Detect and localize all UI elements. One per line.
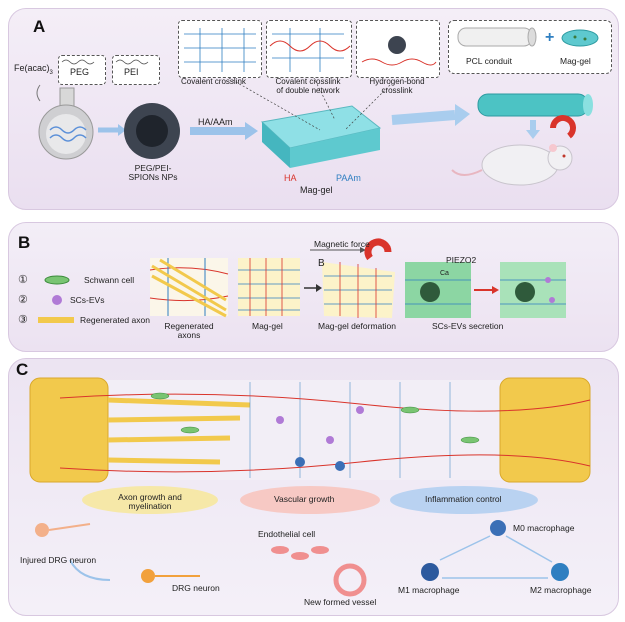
ha-aam-label: HA/AAm <box>198 117 233 127</box>
panel-c-label: C <box>16 360 29 379</box>
double-network-box <box>266 20 352 78</box>
rat-icon <box>451 144 573 186</box>
new-vessel-label: New formed vessel <box>304 597 377 607</box>
magnet-icon <box>550 115 576 139</box>
secretion-label: SCs-EVs secretion <box>432 321 504 331</box>
covalent-crosslink-label: Covalent crosslink <box>181 77 246 86</box>
axon-icon <box>38 317 74 323</box>
magnetic-force-label: Magnetic force <box>314 239 370 249</box>
mag-gel-grid-graphic <box>238 258 300 316</box>
panel-b-label: B <box>18 233 31 252</box>
regenerated-axons-graphic <box>149 258 229 318</box>
schwann-cell-icon <box>44 275 70 285</box>
deformation-label: Mag-gel deformation <box>318 321 396 331</box>
legend-text-3: Regenerated axon <box>80 315 150 325</box>
schwann-secretion-graphic <box>405 262 471 318</box>
ev-icon <box>52 295 62 305</box>
m1-label: M1 macrophage <box>398 585 460 595</box>
injured-neuron-icon <box>35 523 91 537</box>
ha-label: HA <box>284 173 297 183</box>
b-maggel-label: Mag-gel <box>252 321 283 331</box>
injured-drg-label: Injured DRG neuron <box>20 555 97 565</box>
piezo-label: PIEZO2 <box>446 255 477 265</box>
vascular-growth-label: Vascular growth <box>274 494 335 504</box>
m0-macrophage-icon <box>490 520 506 536</box>
b-vector-label: B <box>318 258 325 269</box>
axon-growth-oval <box>82 486 218 514</box>
plus-sign: + <box>545 29 555 46</box>
pei-label: PEI <box>124 67 139 77</box>
mag-gel-label: Mag-gel <box>300 185 333 195</box>
reaction-flask-icon <box>36 84 94 160</box>
left-nerve-stump <box>29 377 251 483</box>
right-nerve-stump <box>499 377 591 483</box>
legend-num-2: ② <box>18 294 28 306</box>
filled-conduit-icon <box>477 93 593 117</box>
vessel-icon <box>333 563 367 597</box>
fe-acac-label: Fe(acac)3 <box>14 63 53 76</box>
legend-text-1: Schwann cell <box>84 275 135 285</box>
mag-gel-box-label: Mag-gel <box>560 56 591 66</box>
pcl-conduit-label: PCL conduit <box>466 56 512 66</box>
drg-neuron-icon <box>141 569 200 583</box>
panel-a-label: A <box>33 17 46 36</box>
inflammation-label: Inflammation control <box>425 494 502 504</box>
inflammation-oval <box>390 486 538 514</box>
conduit-interior <box>40 380 590 480</box>
legend-num-1: ① <box>18 274 28 286</box>
spion-nanoparticle-icon <box>124 103 180 159</box>
endothelial-cell-icon <box>271 546 329 560</box>
nps-label: PEG/PEI-SPIONs NPs <box>128 163 178 183</box>
legend-num-3: ③ <box>18 314 28 326</box>
m2-label: M2 macrophage <box>530 585 592 595</box>
m2-macrophage-icon <box>551 563 569 581</box>
m1-macrophage-icon <box>421 563 439 581</box>
secretion-result-graphic <box>500 262 566 318</box>
legend-text-2: SCs-EVs <box>70 295 105 305</box>
endothelial-label: Endothelial cell <box>258 529 316 539</box>
ca-label: Ca <box>440 270 449 277</box>
magnet-b-icon <box>364 238 392 261</box>
deformed-gel-graphic <box>322 262 395 318</box>
covalent-crosslink-box <box>178 20 262 78</box>
paam-label: PAAm <box>336 173 361 183</box>
mag-gel-block <box>260 105 382 168</box>
peg-label: PEG <box>70 67 90 77</box>
drg-label: DRG neuron <box>172 583 220 593</box>
m0-label: M0 macrophage <box>513 523 575 533</box>
vascular-growth-oval <box>240 486 380 514</box>
